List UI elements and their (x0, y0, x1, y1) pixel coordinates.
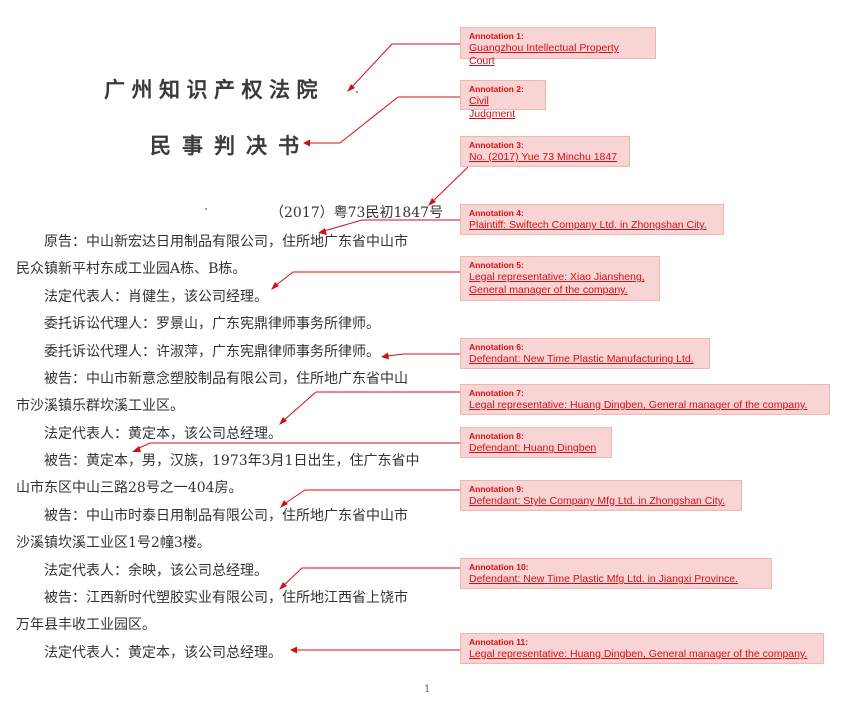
scan-speck (205, 208, 207, 210)
annotation-text: Defendant: New Time Plastic Mfg Ltd. in … (469, 573, 739, 585)
body-line: 法定代表人：黄定本，该公司总经理。 (44, 426, 282, 442)
body-line: 山市东区中山三路28号之一404房。 (16, 480, 243, 496)
body-line: 法定代表人：肖健生，该公司经理。 (44, 289, 268, 305)
annotation-1[interactable]: Annotation 1: Guangzhou Intellectual Pro… (460, 27, 656, 67)
body-line: 被告：黄定本，男，汉族，1973年3月1日出生，住广东省中 (44, 453, 420, 469)
annotation-text: No. (2017) Yue 73 Minchu 1847 (469, 151, 618, 163)
annotation-10[interactable]: Annotation 10: Defendant: New Time Plast… (460, 558, 772, 589)
annotation-4[interactable]: Annotation 4: Plaintiff: Swiftech Compan… (460, 204, 724, 235)
body-line: 委托诉讼代理人：许淑萍，广东宪鼎律师事务所律师。 (44, 344, 380, 360)
annotation-label: Annotation 6: (469, 342, 524, 352)
leader-2 (303, 96, 460, 147)
annotation-label: Annotation 3: (469, 140, 524, 150)
leader-8 (132, 442, 460, 452)
annotation-6[interactable]: Annotation 6: Defendant: New Time Plasti… (460, 338, 710, 369)
body-line: 法定代表人：余映，该公司总经理。 (44, 563, 268, 579)
leader-5 (271, 271, 460, 290)
body-line: 万年县丰收工业园区。 (16, 617, 156, 633)
leader-1 (347, 43, 460, 92)
body-line: 被告：中山市新意念塑胶制品有限公司，住所地广东省中山 (44, 371, 408, 387)
case-number: （2017）粤73民初1847号 (270, 205, 444, 221)
body-line: 市沙溪镇乐群坎溪工业区。 (16, 398, 184, 414)
leader-9 (280, 489, 460, 508)
judgment-type-title: 民事判决书 (150, 133, 310, 158)
leader-7 (279, 391, 460, 425)
leader-3 (428, 166, 469, 206)
annotation-text: Civil Judgment (469, 95, 516, 120)
annotation-label: Annotation 10: (469, 562, 529, 572)
annotation-text: Defendant: Style Company Mfg Ltd. in Zho… (469, 495, 726, 507)
annotation-label: Annotation 1: (469, 31, 524, 41)
annotation-text: Guangzhou Intellectual Property Court (469, 42, 620, 67)
body-line: 沙溪镇坎溪工业区1号2幢3楼。 (16, 535, 211, 551)
annotation-3[interactable]: Annotation 3: No. (2017) Yue 73 Minchu 1… (460, 136, 630, 167)
leader-6 (381, 352, 460, 360)
annotation-label: Annotation 7: (469, 388, 524, 398)
page-number: 1 (424, 684, 431, 695)
annotation-label: Annotation 8: (469, 431, 524, 441)
body-line: 委托诉讼代理人：罗景山，广东宪鼎律师事务所律师。 (44, 316, 380, 332)
annotation-5[interactable]: Annotation 5: Legal representative: Xiao… (460, 256, 660, 301)
annotation-text: Plaintiff: Swiftech Company Ltd. in Zhon… (469, 219, 707, 231)
annotation-text: Legal representative: Huang Dingben, Gen… (469, 648, 808, 660)
scan-speck (356, 91, 358, 93)
annotation-text: Defendant: Huang Dingben (469, 442, 597, 454)
leader-10 (279, 567, 460, 590)
annotation-text: Defendant: New Time Plastic Manufacturin… (469, 353, 694, 365)
court-name-title: 广州知识产权法院 (104, 77, 324, 102)
annotation-text: Legal representative: Huang Dingben, Gen… (469, 399, 808, 411)
annotation-text: Legal representative: Xiao Jiansheng, Ge… (469, 271, 645, 296)
annotation-9[interactable]: Annotation 9: Defendant: Style Company M… (460, 480, 742, 511)
annotation-label: Annotation 11: (469, 637, 529, 647)
body-line: 法定代表人：黄定本，该公司总经理。 (44, 645, 282, 661)
annotation-label: Annotation 9: (469, 484, 524, 494)
body-line: 原告：中山新宏达日用制品有限公司，住所地广东省中山市 (44, 234, 408, 250)
leader-4 (318, 219, 460, 235)
annotation-2[interactable]: Annotation 2: Civil Judgment (460, 80, 546, 120)
annotation-label: Annotation 4: (469, 208, 524, 218)
body-line: 被告：江西新时代塑胶实业有限公司，住所地江西省上饶市 (44, 590, 408, 606)
annotation-label: Annotation 2: (469, 84, 524, 94)
annotation-11[interactable]: Annotation 11: Legal representative: Hua… (460, 633, 824, 664)
leader-11 (290, 646, 460, 654)
body-line: 被告：中山市时泰日用制品有限公司，住所地广东省中山市 (44, 508, 408, 524)
annotation-8[interactable]: Annotation 8: Defendant: Huang Dingben (460, 427, 612, 458)
annotation-label: Annotation 5: (469, 260, 524, 270)
annotation-7[interactable]: Annotation 7: Legal representative: Huan… (460, 384, 830, 415)
body-line: 民众镇新平村东成工业园A栋、B栋。 (16, 261, 247, 277)
